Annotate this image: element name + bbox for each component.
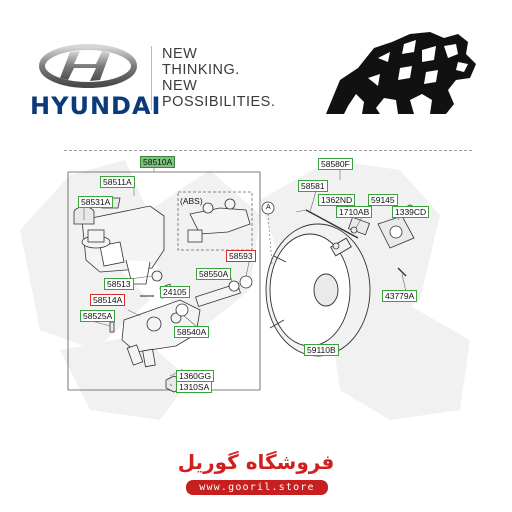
diagram-top-border (64, 150, 472, 151)
brand-wordmark: HYUNDAI (30, 92, 162, 120)
part-label-59110B: 59110B (304, 344, 339, 356)
part-label-59145: 59145 (368, 194, 398, 206)
abs-cylinder-drawing (187, 198, 251, 243)
store-url[interactable]: www.gooril.store (186, 480, 328, 495)
tagline-line-1: NEW (162, 46, 198, 62)
hyundai-logo (39, 44, 137, 88)
part-label-1310SA: 1310SA (176, 381, 213, 393)
part-label-58593: 58593 (226, 250, 256, 262)
part-label-24105: 24105 (160, 286, 190, 298)
part-label-58525A: 58525A (80, 310, 116, 322)
store-name: فروشگاه گوریل (177, 450, 335, 474)
part-label-1362ND: 1362ND (318, 194, 356, 206)
brake-booster-drawing (265, 223, 371, 357)
callout-a-label: A (266, 204, 271, 211)
part-label-58550A: 58550A (196, 268, 232, 280)
part-label-58580F: 58580F (318, 158, 353, 170)
part-label-58510A: 58510A (140, 156, 176, 168)
part-label-1339CD: 1339CD (392, 206, 430, 218)
part-label-58540A: 58540A (174, 326, 210, 338)
abs-callout-label: (ABS) (180, 196, 203, 206)
tagline-line-2: THINKING. (162, 62, 240, 78)
abs-callout-box (177, 191, 253, 251)
master-cylinder-frame (67, 171, 261, 391)
tagline-divider (151, 46, 152, 110)
callout-a-circle (261, 201, 275, 215)
part-label-58513: 58513 (104, 278, 134, 290)
part-label-58514A: 58514A (90, 294, 126, 306)
part-label-58581: 58581 (298, 180, 328, 192)
part-label-58511A: 58511A (100, 176, 135, 188)
part-label-43779A: 43779A (382, 290, 418, 302)
tagline-line-3: NEW (162, 78, 198, 94)
part-label-1710AB: 1710AB (336, 206, 373, 218)
reservoir-drawing (81, 205, 165, 285)
gasket-drawing (377, 215, 415, 249)
part-label-58531A: 58531A (78, 196, 114, 208)
tagline-line-4: POSSIBILITIES. (162, 94, 276, 110)
gorilla-logo (326, 32, 476, 114)
